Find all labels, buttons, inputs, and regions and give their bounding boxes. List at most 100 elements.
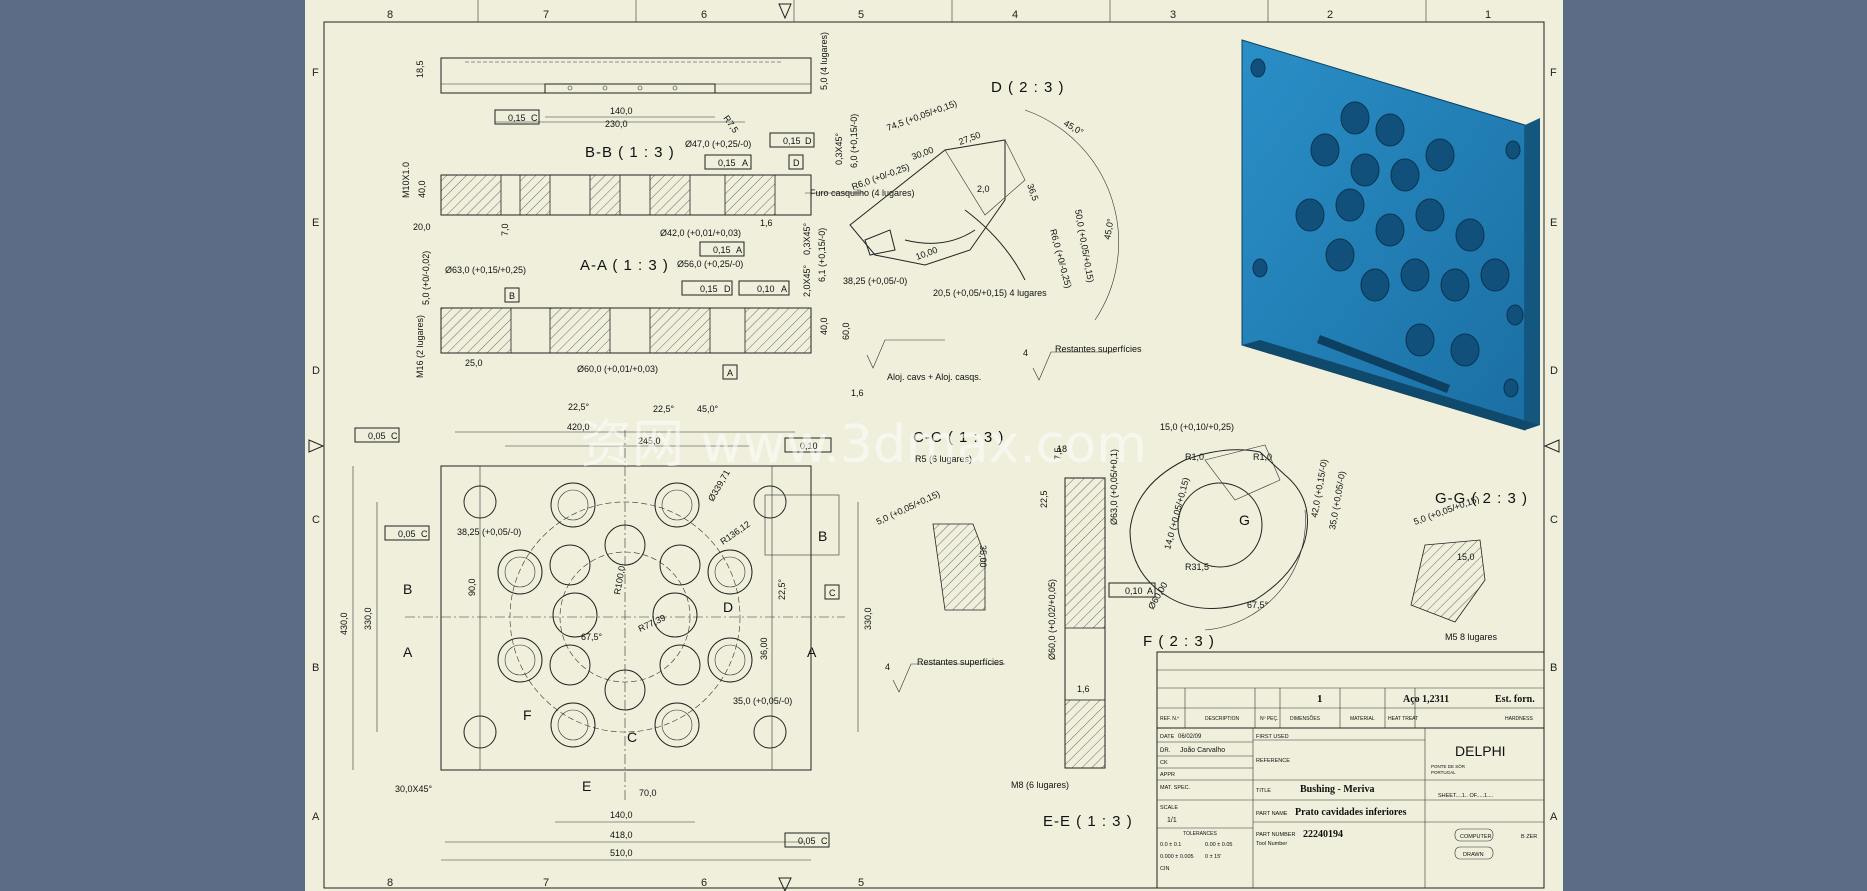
section-mark-b-right: B	[818, 528, 827, 544]
datum-bb-d-box: D	[793, 158, 800, 168]
datum-aa-b: B	[509, 291, 515, 301]
title-block: 1 Aço 1,2311 Est. forn. REF. N.º DESCRIP…	[1156, 651, 1545, 889]
flatness-0-15: 0,15	[508, 113, 526, 123]
fcf-aa-015-d: 0,15	[700, 284, 718, 294]
datum-aa-a2: A	[781, 284, 787, 294]
dim-cc-r5: R5 (6 lugares)	[915, 454, 972, 464]
dim-aa-chamfer: 0,3X45°	[802, 222, 812, 255]
fcf-aa-015: 0,15	[713, 245, 731, 255]
note-aloj: Aloj. cavs + Aloj. casqs.	[887, 372, 981, 382]
zone-col-4: 4	[1012, 9, 1018, 21]
view-title-bb: B-B ( 1 : 3 )	[585, 144, 675, 161]
dim-ee-d63: Ø63,0 (+0,05/+0,1)	[1109, 449, 1119, 525]
tb-part-number: 22240194	[1303, 829, 1343, 840]
tb-tol3: 0.000 ± 0.005	[1160, 854, 1194, 860]
dim-cc-35: 35,00	[978, 545, 988, 568]
dim-main-22-5c: 22,5°	[777, 578, 787, 600]
tb-dr-lbl: DR.	[1160, 748, 1171, 754]
dim-main-418: 418,0	[610, 830, 633, 840]
zone-row-e: E	[312, 217, 319, 229]
section-bb: B-B ( 1 : 3 ) Ø47,0 (+0,25/-0) 0,15 D 0,…	[401, 114, 915, 236]
tb-appr: APPR	[1160, 772, 1175, 778]
dim-bb-chamfer: 0,3X45°	[834, 132, 844, 165]
tb-computer: COMPUTER	[1460, 834, 1492, 840]
tb-h-dim: DIMENSÕES	[1290, 715, 1321, 722]
section-mark-b-left: B	[403, 581, 412, 597]
dim-bb-d47: Ø47,0 (+0,25/-0)	[685, 139, 751, 149]
zone-col-1: 1	[1485, 9, 1491, 21]
tb-sheet: SHEET....1.. OF.....1....	[1438, 793, 1494, 799]
rough-4: 4	[1023, 348, 1028, 358]
view-title-aa: A-A ( 1 : 3 )	[580, 257, 669, 274]
zone-columns: 8 7 6 5 4 3 2 1 8 7 6 5	[387, 0, 1491, 889]
section-aa: A-A ( 1 : 3 ) Ø42,0 (+0,01/+0,03) 1,6 0,…	[415, 218, 851, 380]
note-rest-1: Restantes superfícies	[1055, 344, 1142, 354]
zone-row-f: F	[312, 67, 319, 79]
tb-cin: CIN	[1160, 866, 1170, 872]
tb-company: DELPHI	[1455, 743, 1506, 759]
fcf-main-005b: 0,05	[398, 529, 416, 539]
dim-f-r1a: R1,0	[1185, 452, 1204, 462]
isometric-render	[1241, 39, 1540, 431]
tb-part-name-lbl: PART NAME	[1256, 811, 1288, 817]
datum-bb-a: A	[742, 158, 748, 168]
datum-aa-a: A	[736, 245, 742, 255]
zone-row-c-right: C	[1550, 514, 1558, 526]
dim-main-22-5b: 22,5°	[653, 404, 675, 414]
dim-5-4-lugares: 5,0 (4 lugares)	[819, 32, 829, 90]
dim-aa-2x45: 2,0X45°	[802, 264, 812, 297]
dim-f-15: 15,0 (+0,10/+0,25)	[1160, 422, 1234, 432]
dim-d-38-25: 38,25 (+0,05/-0)	[843, 276, 907, 286]
rough-aa-1-6: 1,6	[760, 218, 773, 228]
dim-main-430: 430,0	[339, 612, 349, 635]
note-m10: M10X1.0	[401, 162, 411, 198]
tb-title: Bushing - Meriva	[1300, 784, 1374, 795]
dim-aa-d42: Ø42,0 (+0,01/+0,03)	[660, 228, 741, 238]
datum-main-c2: C	[421, 529, 428, 539]
zone-col-7: 7	[543, 9, 549, 21]
tb-h-heat: HEAT TREAT	[1388, 716, 1418, 722]
datum-main-c-box: C	[829, 588, 836, 598]
detail-mark-f: F	[523, 707, 532, 723]
dim-230: 230,0	[605, 119, 628, 129]
cavity-holes	[463, 482, 787, 749]
datum-bb-d: D	[805, 136, 812, 146]
top-view: 18,5 140,0 230,0 R7,5 5,0 (4 lugares) 0,…	[415, 32, 829, 135]
zone-row-a-right: A	[1550, 811, 1558, 823]
datum-c: C	[531, 113, 538, 123]
zone-col-8: 8	[387, 9, 393, 21]
datum-main-c3: C	[821, 836, 828, 846]
dim-bb-6: 6,0 (+0,15/-0)	[849, 114, 859, 168]
zone-col-8-bottom: 8	[387, 877, 393, 889]
dim-main-140: 140,0	[610, 810, 633, 820]
drawing-frame	[323, 21, 1545, 889]
detail-mark-d: D	[723, 599, 733, 615]
zone-row-b: B	[312, 662, 319, 674]
section-mark-g: G	[1239, 512, 1250, 528]
tb-ck: CK	[1160, 760, 1168, 766]
dim-f-67-5: 67,5°	[1247, 600, 1269, 610]
zone-row-a: A	[312, 811, 320, 823]
dim-18-5: 18,5	[415, 60, 425, 78]
zone-row-e-right: E	[1550, 217, 1557, 229]
tb-drawn: João Carvalho	[1180, 747, 1225, 754]
zone-col-5: 5	[858, 9, 864, 21]
dim-main-70: 70,0	[639, 788, 657, 798]
watermark: 资网 www.3dmax.com	[580, 415, 1147, 475]
tb-mat-spec: MAT. SPEC.	[1160, 785, 1191, 791]
zone-col-3: 3	[1170, 9, 1176, 21]
rough-ee-1-6: 1,6	[1077, 684, 1090, 694]
tb-h-hard: HARDNESS	[1505, 716, 1533, 722]
dim-aa-d63: Ø63,0 (+0,15/+0,25)	[445, 265, 526, 275]
dim-main-245: 245,0	[638, 436, 661, 446]
dim-main-330b: 330,0	[863, 607, 873, 630]
zone-col-2: 2	[1327, 9, 1333, 21]
dim-aa-d60: Ø60,0 (+0,01/+0,03)	[577, 364, 658, 374]
fcf-bb-015-a: 0,15	[718, 158, 736, 168]
roughness-notes: 1,6 Aloj. cavs + Aloj. casqs. 4 Restante…	[851, 339, 1142, 693]
dim-ee-22-5: 22,5	[1039, 490, 1049, 508]
zone-row-d-right: D	[1550, 365, 1558, 377]
rough-4b: 4	[885, 662, 890, 672]
dim-main-45: 45,0°	[697, 404, 719, 414]
fcf-main-005c: 0,05	[798, 836, 816, 846]
